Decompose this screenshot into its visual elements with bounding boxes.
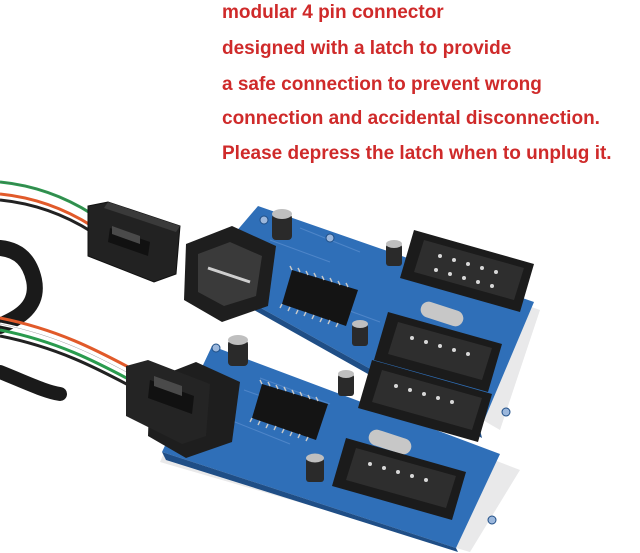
caption-line-2: designed with a latch to provide	[222, 38, 512, 59]
usb-header	[332, 438, 466, 520]
capacitor	[272, 209, 292, 240]
mounting-holes	[211, 215, 511, 525]
usb-header	[374, 312, 502, 392]
capacitor	[352, 320, 368, 346]
product-caption: modular 4 pin connector designed with a …	[0, 0, 640, 180]
four-pin-connector-plugged	[126, 360, 210, 444]
caption-line-5: Please depress the latch when to unplug …	[222, 143, 612, 164]
usb-header	[358, 360, 492, 442]
caption-line-4: connection and accidental disconnection.	[222, 108, 600, 129]
capacitor	[338, 370, 354, 396]
header-pins	[368, 254, 498, 482]
caption-line-3: a safe connection to prevent wrong	[222, 74, 542, 95]
caption-line-1: modular 4 pin connector	[222, 2, 444, 23]
crystal-oscillator	[420, 301, 464, 327]
usb-cables	[0, 180, 135, 401]
circuit-board-assembly	[126, 206, 540, 552]
hub-controller-chip-upper	[279, 265, 358, 328]
crystal-oscillator	[368, 429, 412, 455]
four-pin-socket-upper	[184, 226, 276, 322]
capacitor	[306, 453, 324, 482]
capacitor	[386, 240, 402, 266]
hub-controller-chip-lower	[249, 379, 328, 442]
capacitor	[228, 335, 248, 366]
four-pin-connector-plug	[87, 201, 181, 283]
